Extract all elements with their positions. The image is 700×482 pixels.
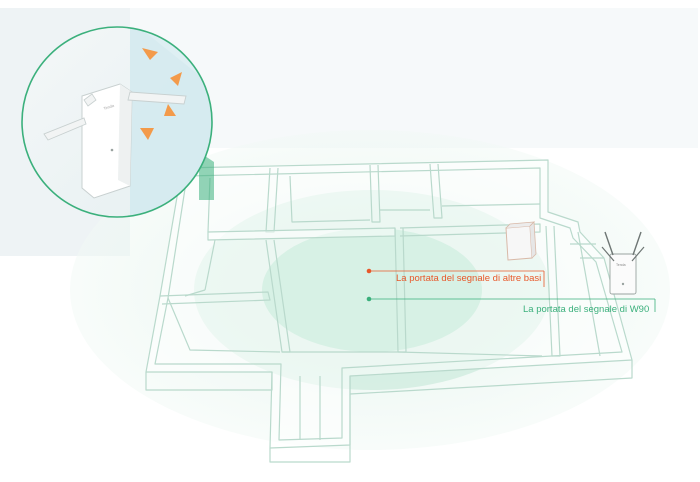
other-base-device — [505, 221, 537, 261]
zoom-inset: Tenda — [21, 26, 214, 218]
w90-device: Tenda — [601, 231, 645, 295]
other-bases-leader — [366, 268, 545, 287]
w90-range-label: La portata del segnale di W90 — [523, 304, 650, 315]
other-bases-range-label: La portata del segnale di altre basi — [396, 273, 542, 284]
orange-signal-arrows-icon — [140, 48, 182, 140]
w90-leader — [366, 296, 656, 312]
top-background-panel — [130, 8, 698, 148]
svg-text:Tenda: Tenda — [103, 103, 116, 111]
svg-text:Tenda: Tenda — [616, 263, 626, 267]
